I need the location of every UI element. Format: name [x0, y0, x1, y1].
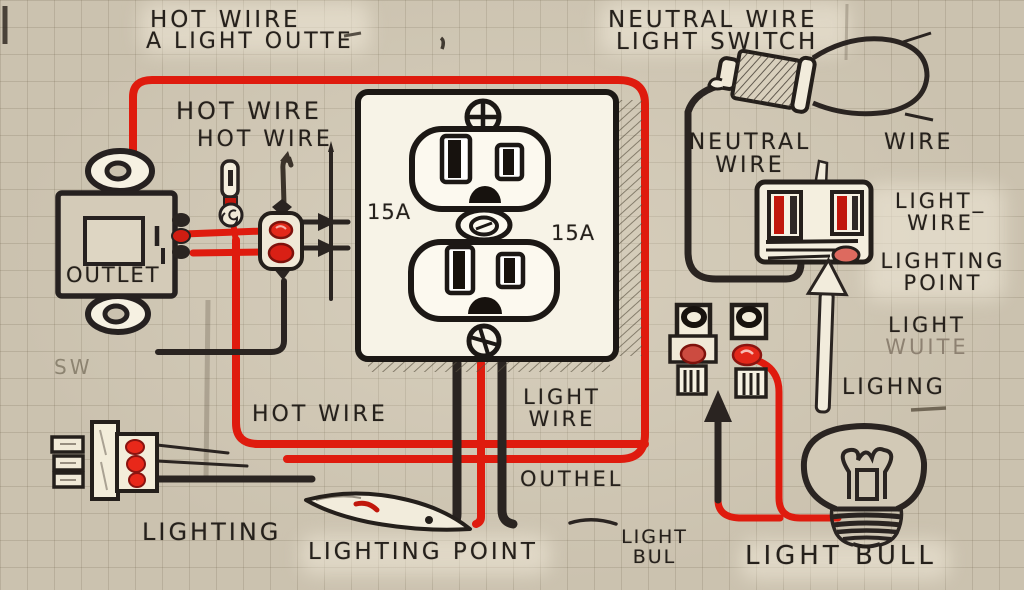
label-hot-wire-2: HOT WIRE	[197, 127, 333, 152]
receptacle	[355, 89, 642, 372]
paper-patch	[300, 535, 550, 575]
label-lighng: LIGHNG	[842, 375, 946, 400]
label-light-switch-title: LIGHT SWITCH	[616, 29, 819, 55]
label-neutral-wire: NEUTRAL WIRE	[680, 131, 820, 178]
white-arrow	[805, 256, 849, 414]
paper-patch	[140, 2, 370, 54]
paper-patch	[865, 185, 1005, 300]
label-outlet: OUTLET	[66, 263, 161, 287]
hot-wire-red-loop	[129, 76, 649, 528]
label-neutral-line1: NEUTRAL	[688, 130, 812, 155]
label-light-wire-right-line1: LIGHT_	[894, 189, 987, 213]
label-light-wire-right: LIGHT_ WIRE	[888, 190, 993, 235]
label-light-bull: LIGHT BULL	[745, 541, 937, 571]
label-light-wuite: LIGHT WUITE	[872, 314, 982, 359]
label-light-bul-line1: LIGHT	[621, 526, 688, 548]
label-wire-right: WIRE	[884, 130, 954, 155]
terminal-pair	[668, 302, 769, 399]
label-neutral-wire-title: NEUTRAL WIRE	[608, 7, 818, 33]
label-light-wire-right-line2: WIRE	[907, 211, 974, 236]
label-lighting-point-right-line2: POINT	[903, 271, 983, 296]
label-lighting-point-right-line1: LIGHTING	[880, 249, 1006, 273]
label-light-wire-center: LIGHT WIRE	[512, 386, 612, 431]
light-switch-cord-bulb	[707, 31, 934, 122]
wire-arrowheads	[318, 141, 732, 422]
label-lighting-point-bottom: LIGHTING POINT	[308, 539, 538, 565]
lighting-point-shape	[304, 491, 472, 532]
label-light-wuite-line2: WUITE	[885, 335, 969, 360]
label-a-light-outte: A LIGHT OUTTE	[146, 29, 354, 54]
plug-connector	[50, 420, 159, 501]
paper-patch	[600, 2, 850, 54]
terminal-block	[258, 199, 304, 280]
label-hot-wire-bottom: HOT WIRE	[252, 402, 388, 427]
label-hot-wire-1: HOT WIRE	[176, 97, 322, 125]
label-light-wire-center-line1: LIGHT	[523, 385, 601, 409]
label-outhel: OUTHEL	[520, 467, 624, 491]
outlet-device	[55, 148, 191, 335]
fuse-pin	[218, 159, 244, 228]
light-bulb	[800, 422, 928, 549]
label-light-wire-center-line2: WIRE	[528, 407, 596, 432]
label-lighting-point-right: LIGHTING POINT	[868, 250, 1018, 295]
label-light-wuite-line1: LIGHT	[888, 313, 966, 337]
needle-pin	[280, 151, 294, 207]
label-light-bul-line2: BUL	[632, 546, 677, 569]
switch-box	[754, 159, 874, 414]
label-sw: SW	[54, 355, 93, 379]
label-15a-right: 15A	[551, 221, 596, 245]
label-15a-left: 15A	[367, 200, 412, 224]
label-lighting-bottom: LIGHTING	[142, 518, 282, 546]
paper-patch	[740, 540, 950, 580]
label-light-bul: LIGHT BUL	[612, 527, 697, 567]
label-hot-wiire: HOT WIIRE	[150, 7, 301, 33]
label-neutral-line2: WIRE	[715, 153, 785, 179]
